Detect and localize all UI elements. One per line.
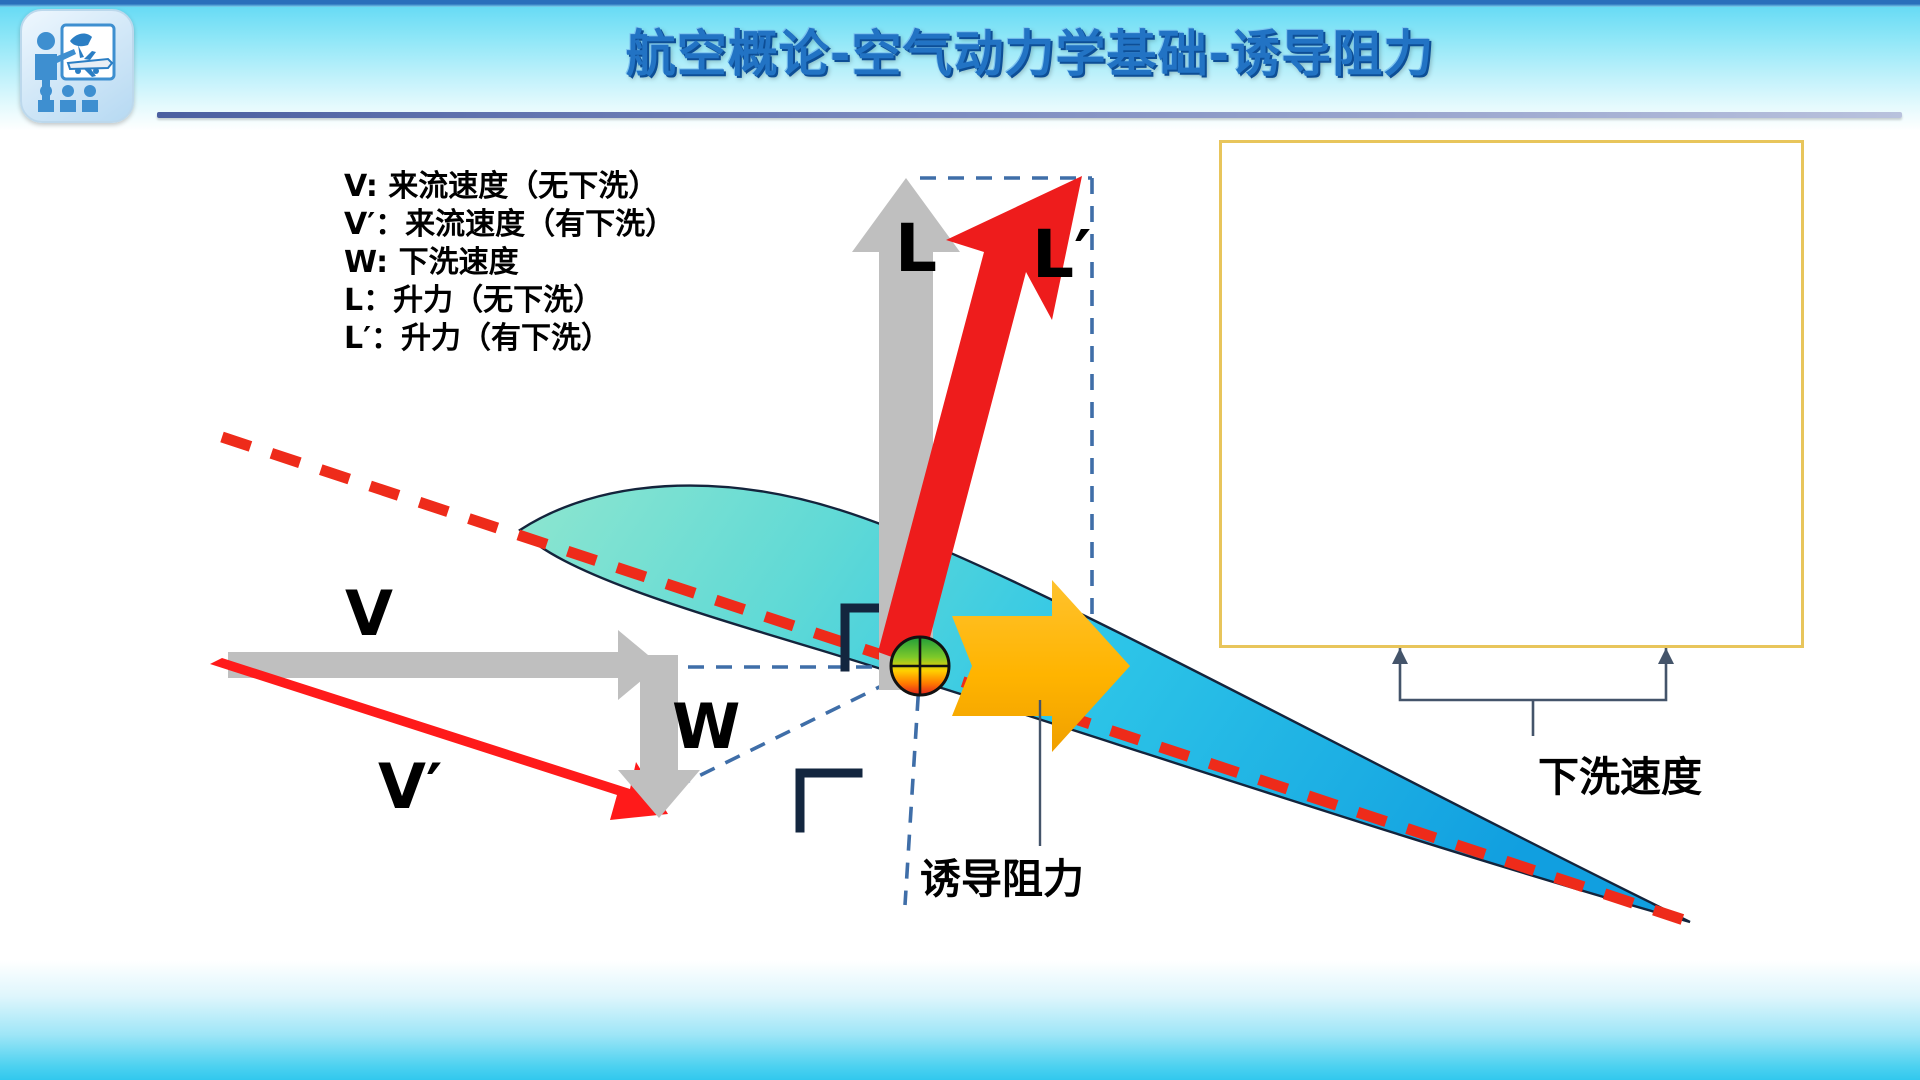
page-title: 航空概论-空气动力学基础-诱导阻力 (625, 25, 1435, 83)
inset-panel-frame (1219, 140, 1804, 648)
label-V: V (345, 577, 393, 650)
footer-band (0, 960, 1920, 1080)
center-of-pressure-marker (889, 635, 951, 697)
course-logo (20, 9, 134, 123)
header-divider (157, 112, 1902, 118)
instructor-teaching-icon (35, 23, 116, 112)
header-band (0, 0, 1920, 131)
legend-line-v: V: 来流速度（无下洗） (344, 169, 659, 204)
freestream-vector-V (228, 630, 660, 700)
right-angle-mark-upper (840, 603, 930, 672)
legend-line-w: W: 下洗速度 (344, 245, 519, 280)
header-top-rule (0, 0, 1920, 7)
caption-downwash-speed: 下洗速度 (1538, 753, 1702, 801)
legend-line-lp: L′：升力（有下洗） (344, 321, 612, 356)
right-angle-mark-lower (795, 768, 863, 833)
caption-induced-drag: 诱导阻力 (920, 855, 1084, 903)
label-L: L (895, 210, 938, 287)
downwash-bracket (1392, 648, 1674, 736)
induced-drag-arrow (952, 580, 1130, 752)
label-V-prime: V′ (378, 750, 443, 823)
symbol-legend: V: 来流速度（无下洗） V′：来流速度（有下洗） W: 下洗速度 L：升力（无… (344, 168, 675, 358)
label-L-prime: L′ (1032, 216, 1092, 293)
legend-line-vp: V′：来流速度（有下洗） (344, 207, 676, 242)
label-W: W (672, 690, 741, 763)
legend-line-l: L：升力（无下洗） (344, 283, 604, 318)
vertical-construction-line (903, 666, 922, 906)
